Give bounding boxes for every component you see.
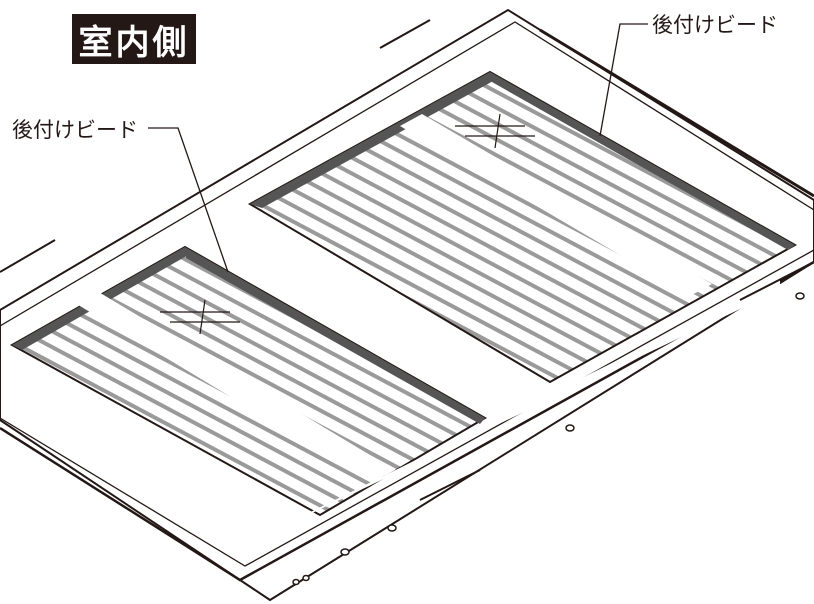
leader-lines	[148, 23, 648, 273]
break-bands	[70, 114, 780, 545]
callout-label-retrofit-bead-left: 後付けビード	[12, 118, 138, 142]
frame-break-lines	[0, 19, 814, 501]
left-bead-side	[185, 247, 485, 424]
right-bead-top	[250, 72, 495, 208]
page-title: 室内側	[72, 14, 196, 64]
screw-hole-icon	[795, 292, 805, 300]
screw-holes	[292, 292, 805, 586]
glass-mark-right	[455, 113, 535, 149]
screw-hole-icon	[302, 574, 310, 582]
screw-hole-icon	[292, 578, 300, 586]
right-glass-pane	[247, 70, 798, 384]
screw-hole-icon	[340, 548, 350, 556]
glass-mark-left	[160, 299, 240, 335]
callout-label-retrofit-bead-right: 後付けビード	[652, 13, 778, 37]
screw-hole-icon	[565, 424, 575, 432]
screw-hole-icon	[387, 524, 397, 532]
right-bead-side	[490, 72, 795, 250]
